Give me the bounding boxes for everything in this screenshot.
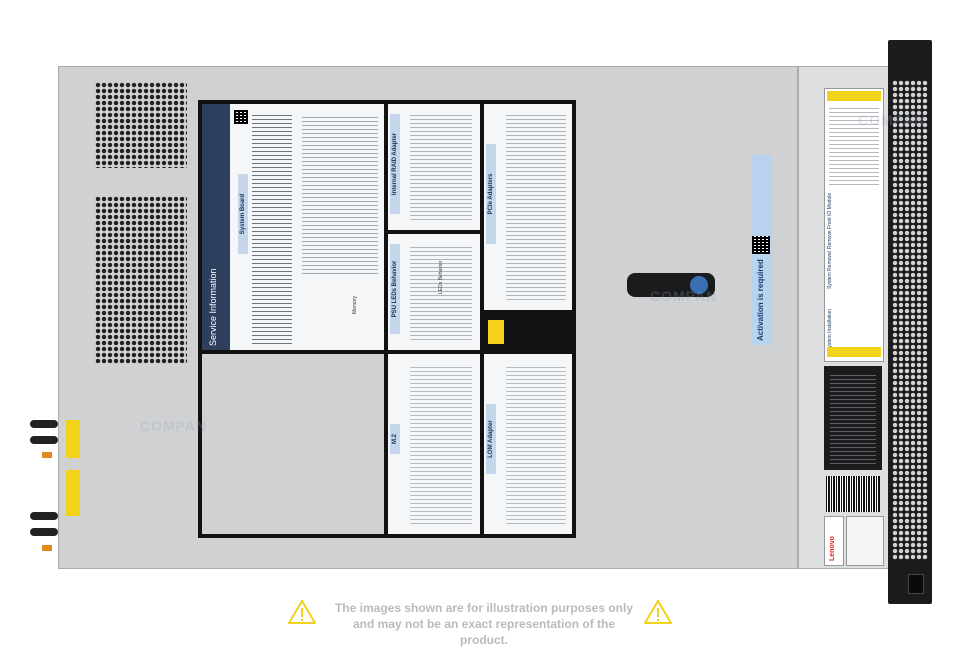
watermark-1: COMPAN	[140, 418, 208, 434]
lom-diagram	[506, 364, 566, 524]
psu-leds-table	[410, 244, 472, 340]
front-warning-top	[827, 91, 881, 101]
panel-title-m2: M.2	[390, 424, 400, 454]
disclaimer-line-1: The images shown are for illustration pu…	[334, 601, 634, 615]
front-usb-port-icon	[908, 574, 924, 594]
regulatory-text	[830, 372, 876, 464]
rear-vent-top	[95, 82, 187, 168]
service-info-title: Service Information	[208, 268, 218, 346]
panel-left-bottom	[202, 354, 384, 534]
regulatory-label	[824, 366, 882, 470]
panel-pcie-adapters: PCIe Adapters	[484, 104, 572, 310]
front-warning-bottom	[827, 347, 881, 357]
psu-warning-label-1	[66, 420, 80, 458]
watermark-3: COMPAN	[858, 112, 926, 128]
panel-title-pcie: PCIe Adapters	[486, 144, 496, 244]
front-title-system-installation: System Installation	[827, 309, 833, 351]
power-cable-2	[30, 436, 58, 444]
power-cable-tip-2	[42, 545, 52, 551]
lenovo-badge: Lenovo	[824, 516, 844, 566]
service-information-label: Service Information System Board Memory …	[198, 100, 576, 538]
panel-title-internal-raid: Internal RAID Adapter	[390, 114, 400, 214]
caution-label	[484, 314, 572, 350]
system-board-diagram	[302, 114, 378, 274]
power-cable-3	[30, 512, 58, 520]
rear-vent-bottom	[95, 196, 187, 364]
disclaimer-line-2: and may not be an exact representation o…	[352, 617, 616, 647]
panel-internal-raid: Internal RAID Adapter	[388, 104, 480, 230]
caution-triangle-icon	[488, 320, 504, 344]
power-cable-4	[30, 528, 58, 536]
warning-triangle-icon-right	[644, 600, 672, 624]
panel-lom: LOM Adapter	[484, 354, 572, 534]
latch-button-icon	[690, 276, 708, 294]
power-cable-1	[30, 420, 58, 428]
front-title-system-removal: System Removal	[827, 251, 833, 289]
front-handle-vent	[892, 80, 928, 560]
activation-qr-code	[752, 236, 770, 254]
panel-system-board: Service Information System Board Memory	[202, 104, 384, 350]
power-cable-tip-1	[42, 452, 52, 458]
system-board-text	[252, 114, 292, 344]
service-info-header	[202, 104, 230, 350]
qr-code-system-board	[234, 110, 248, 124]
panel-title-lom: LOM Adapter	[486, 404, 496, 474]
front-label-small	[846, 516, 884, 566]
raid-diagram	[410, 114, 472, 220]
watermark-2: COMPAN	[650, 288, 718, 304]
psu-warning-label-2	[66, 470, 80, 516]
pcie-diagram	[506, 114, 566, 300]
serial-barcode	[826, 476, 880, 512]
m2-diagram	[410, 364, 472, 524]
panel-psu-leds: PSU LEDs Behavior LEDs Behavior	[388, 234, 480, 350]
panel-title-memory: Memory	[352, 295, 358, 314]
warning-triangle-icon-left	[288, 600, 316, 624]
front-info-label: Remove Front IO Module System Removal Sy…	[824, 88, 884, 362]
panel-m2: M.2	[388, 354, 480, 534]
panel-title-psu-leds: PSU LEDs Behavior	[390, 244, 400, 334]
lenovo-badge-text: Lenovo	[829, 536, 836, 561]
panel-title-system-board: System Board	[238, 174, 248, 254]
front-label-text	[829, 105, 879, 185]
disclaimer-text: The images shown are for illustration pu…	[334, 600, 634, 648]
